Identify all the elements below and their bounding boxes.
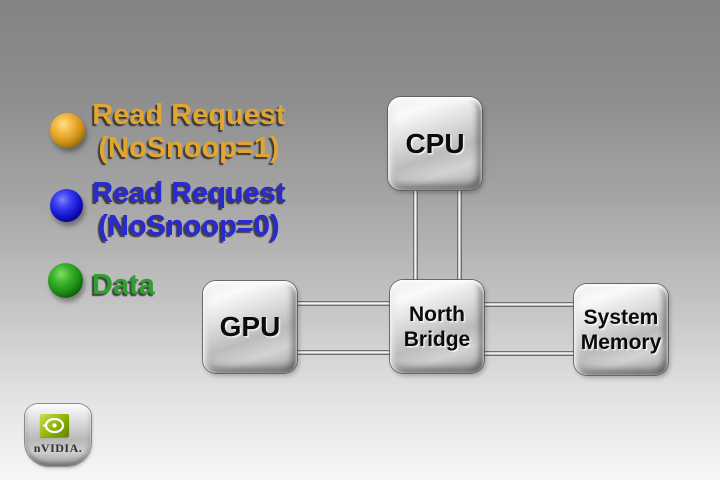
legend-label-read-request-nosnoop-0: Read Request (NoSnoop=0) bbox=[86, 177, 292, 243]
legend-label-read-request-nosnoop-1: Read Request (NoSnoop=1) bbox=[86, 99, 292, 165]
legend-label-line: Data bbox=[92, 269, 155, 301]
legend-label-line: (NoSnoop=1) bbox=[98, 132, 280, 164]
nvidia-wordmark: nVIDIA. bbox=[33, 441, 83, 455]
nvidia-logo-badge: nVIDIA. bbox=[25, 404, 91, 466]
node-label-line: CPU bbox=[405, 127, 465, 159]
node-label-line: GPU bbox=[219, 311, 281, 342]
nvidia-eye-swirl bbox=[43, 417, 65, 434]
node-cpu: CPU bbox=[388, 97, 482, 190]
node-north-bridge: North Bridge bbox=[390, 280, 484, 373]
connector-cpu-northbridge-left bbox=[413, 186, 418, 284]
legend-dot-gold-sphere-icon bbox=[50, 113, 85, 148]
node-label-line: Memory bbox=[580, 330, 662, 354]
legend-label-line: Read Request bbox=[92, 177, 286, 209]
legend-label-data: Data bbox=[92, 269, 298, 302]
node-gpu-label: GPU bbox=[220, 312, 281, 342]
nvidia-eye-icon bbox=[40, 414, 69, 437]
node-label-line: North bbox=[408, 302, 465, 326]
node-gpu: GPU bbox=[203, 281, 297, 373]
node-system-memory: System Memory bbox=[574, 284, 668, 375]
node-cpu-label: CPU bbox=[405, 127, 465, 159]
node-north-bridge-label: North Bridge bbox=[404, 302, 471, 352]
connector-northbridge-systemmemory-bottom bbox=[474, 351, 584, 356]
legend-label-line: (NoSnoop=0) bbox=[98, 210, 280, 242]
connector-gpu-northbridge-top bbox=[290, 301, 400, 306]
legend-dot-green-sphere-icon bbox=[48, 263, 83, 298]
connector-northbridge-systemmemory-top bbox=[474, 302, 584, 307]
legend-label-line: Read Request bbox=[92, 99, 286, 131]
connector-gpu-northbridge-bottom bbox=[290, 350, 400, 355]
legend-dot-blue-sphere-icon bbox=[50, 189, 83, 222]
node-label-line: System bbox=[583, 305, 659, 329]
connector-cpu-northbridge-right bbox=[457, 186, 462, 284]
node-system-memory-label: System Memory bbox=[581, 305, 662, 355]
node-label-line: Bridge bbox=[403, 327, 471, 351]
